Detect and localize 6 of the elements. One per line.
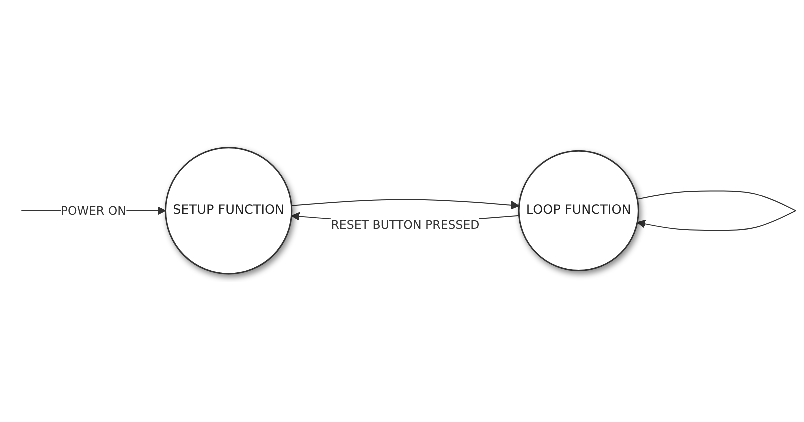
node-circle: SETUP FUNCTION [165,147,293,275]
edge-label: RESET BUTTON PRESSED [331,218,480,232]
arrow [637,190,796,232]
node-circle: LOOP FUNCTION [518,150,640,272]
edge-label: POWER ON [60,204,126,218]
arrow [291,199,520,210]
